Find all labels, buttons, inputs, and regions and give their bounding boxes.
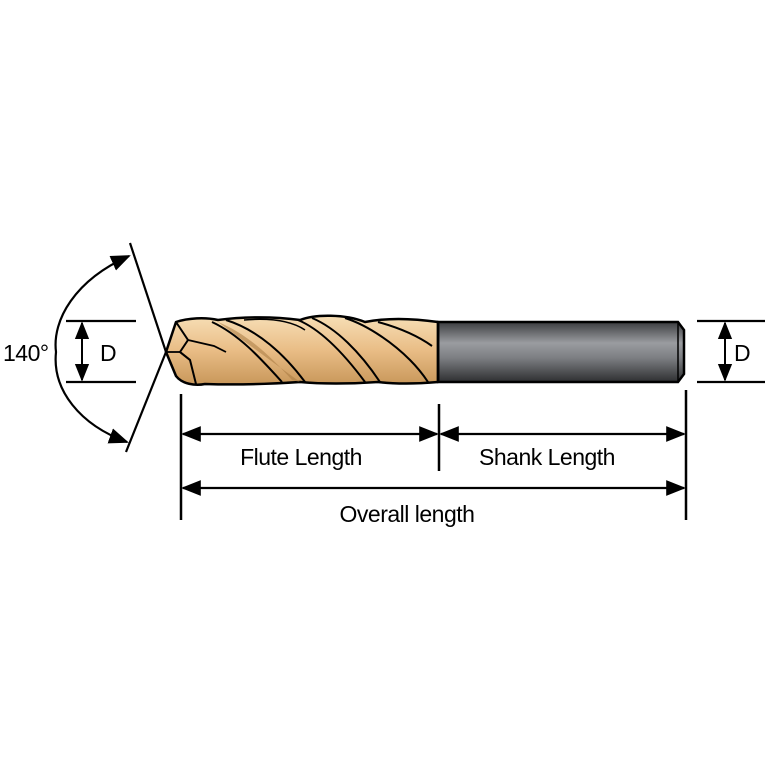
shank-length-dimension: Shank Length <box>439 426 686 470</box>
flute-length-dimension: Flute Length <box>181 426 439 470</box>
overall-length-dimension: Overall length <box>181 480 686 527</box>
angle-line-lower <box>124 351 168 453</box>
diameter-label-right: D <box>734 340 750 366</box>
angle-label: 140° <box>3 340 49 366</box>
shank-length-label: Shank Length <box>479 444 615 470</box>
point-angle-dimension: 140° <box>3 242 168 453</box>
overall-length-label: Overall length <box>340 501 475 527</box>
flute-length-label: Flute Length <box>240 444 362 470</box>
drill-shank <box>436 320 686 384</box>
diameter-label-left: D <box>100 340 116 366</box>
diameter-dimension-right: D <box>697 319 765 384</box>
drill-flute-body <box>164 314 440 386</box>
angle-line-upper <box>128 242 168 353</box>
extension-lines <box>179 390 688 520</box>
angle-arc <box>54 254 131 444</box>
diameter-dimension-left: D <box>66 319 136 384</box>
